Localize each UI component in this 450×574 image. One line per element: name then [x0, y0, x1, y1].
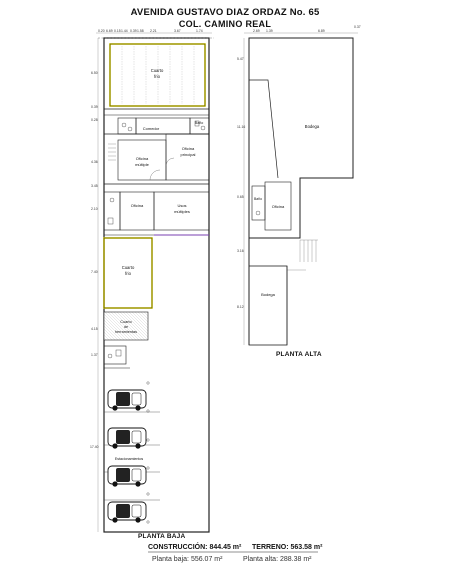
land-total: TERRENO: 563.58 m² [252, 544, 322, 551]
dim-top: 6.89 [318, 29, 325, 33]
car-icon [107, 465, 147, 487]
label-multi-office-a: Oficina [136, 156, 149, 161]
label-cold-room-1b: frio [154, 74, 160, 79]
plan-subtitle: COL. CAMINO REAL [178, 19, 272, 29]
upper-floor-labels: Bodega Oficina Baño Bodega [254, 124, 320, 297]
dim-top: 1.58 [137, 29, 144, 33]
dim-left: 1.37 [91, 353, 98, 357]
upper-floor-area: Planta alta: 288.38 m² [243, 556, 312, 563]
label-main-office-b: principal [181, 152, 196, 157]
label-bath-1: Baño [195, 121, 203, 125]
dim-top: 3.67 [174, 29, 181, 33]
dim-top: 0.37 [354, 25, 361, 29]
dim-left: 8.12 [237, 305, 244, 309]
dim-top: 2.21 [150, 29, 157, 33]
dim-top: 1.74 [196, 29, 203, 33]
bathroom-2 [103, 345, 127, 365]
ground-floor-area-value: 556.07 m² [190, 556, 223, 563]
land-value: 563.58 m² [290, 544, 323, 551]
label-multipurpose-a: Usos [177, 203, 186, 208]
parked-cars [107, 389, 147, 523]
dim-left: 0.65 [237, 195, 244, 199]
upper-floor-area-label: Planta alta: [243, 556, 279, 563]
label-tool-room-a: Cuarto [120, 320, 131, 324]
dim-top: 0.20 [98, 29, 105, 33]
label-upper-office: Oficina [272, 204, 285, 209]
dim-left: 6.50 [91, 71, 98, 75]
dim-left: 4.15 [91, 327, 98, 331]
dim-left: 0.28 [91, 118, 98, 122]
construction-label: CONSTRUCCIÓN: [148, 544, 208, 551]
label-cold-room-1a: Cuarto [151, 68, 164, 73]
upper-floor-area-value: 288.38 m² [279, 556, 312, 563]
upper-floor-dimensions: 2.69 1.39 6.89 0.37 5.47 11.16 0.65 3.16… [237, 25, 361, 345]
office [119, 191, 155, 231]
dim-left: 11.16 [237, 125, 245, 129]
dim-left: 3.16 [237, 249, 244, 253]
label-multipurpose-b: múltiples [174, 209, 190, 214]
dim-top: 1.39 [266, 29, 273, 33]
dim-top: 6.69 [106, 29, 113, 33]
label-tool-room-c: herramientas [115, 330, 137, 334]
upper-floor-plan [248, 37, 354, 346]
dim-left: 4.36 [91, 160, 98, 164]
construction-total: CONSTRUCCIÓN: 844.45 m² [148, 544, 241, 551]
label-cold-room-2a: Cuarto [122, 265, 135, 270]
ground-floor-area-label: Planta baja: [152, 556, 189, 563]
dim-top: 0.39 [130, 29, 137, 33]
label-dining: Comedor [143, 126, 160, 131]
dim-left: 7.40 [91, 270, 98, 274]
label-tool-room-b: de [124, 325, 128, 329]
land-label: TERRENO: [252, 544, 289, 551]
tool-room [103, 311, 149, 341]
dim-left: 0.39 [91, 105, 98, 109]
dim-top: 0.15 [114, 29, 121, 33]
label-warehouse-1: Bodega [305, 124, 320, 129]
plan-title: AVENIDA GUSTAVO DIAZ ORDAZ No. 65 [130, 7, 320, 18]
ground-floor-area: Planta baja: 556.07 m² [152, 556, 222, 563]
car-icon [107, 389, 147, 411]
main-office [165, 133, 210, 181]
dim-left: 2.10 [91, 207, 98, 211]
dim-top: 2.69 [253, 29, 260, 33]
ground-floor-labels: Cuarto frio Comedor Baño Oficina princip… [115, 68, 203, 461]
upper-warehouse-lower [248, 265, 288, 346]
dim-top: 1.44 [121, 29, 128, 33]
label-multi-office-b: múltiple [135, 162, 150, 167]
car-icon [107, 427, 147, 449]
ground-floor-dimensions: 0.20 6.69 0.15 1.44 0.39 1.58 2.21 3.67 … [90, 29, 212, 532]
dim-left: 3.45 [91, 184, 98, 188]
multipurpose-room [153, 191, 210, 231]
upper-bathroom [251, 185, 266, 221]
label-office: Oficina [131, 203, 144, 208]
dim-left: 17.40 [90, 445, 99, 449]
dim-left: 5.47 [237, 57, 244, 61]
label-cold-room-2b: frio [125, 271, 131, 276]
ground-floor-plan [98, 37, 214, 533]
upper-floor-caption: PLANTA ALTA [276, 351, 322, 358]
label-main-office-a: Oficina [182, 146, 195, 151]
label-parking: Estacionamientos [115, 457, 144, 461]
car-icon [107, 501, 147, 523]
ground-floor-caption: PLANTA BAJA [138, 533, 186, 540]
construction-value: 844.45 m² [209, 544, 242, 551]
label-upper-bath: Baño [254, 197, 262, 201]
label-warehouse-2: Bodega [261, 292, 276, 297]
